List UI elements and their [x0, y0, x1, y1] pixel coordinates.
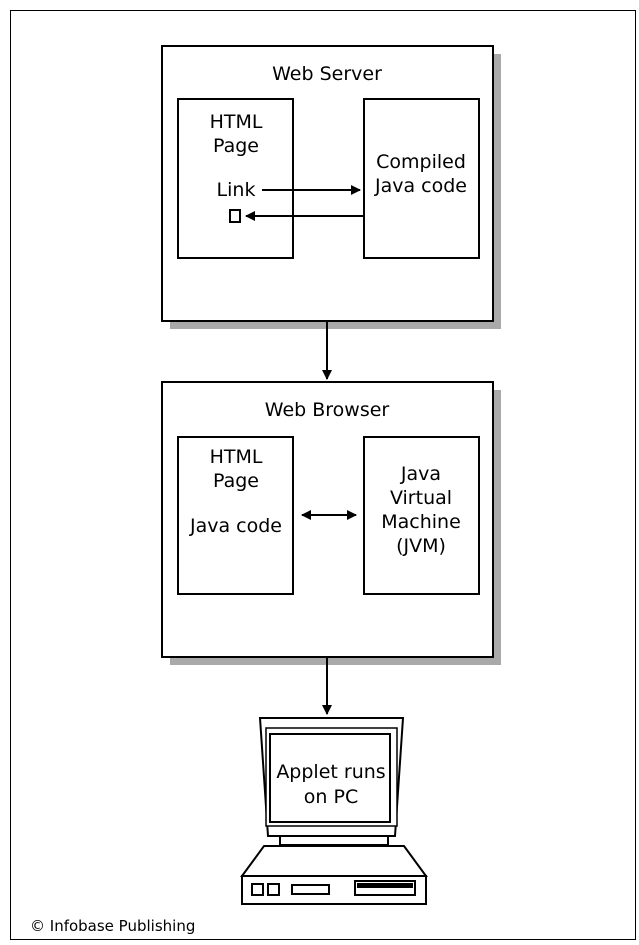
copyright-credit: © Infobase Publishing — [30, 917, 196, 935]
pc-label-1: Applet runs — [276, 761, 385, 783]
pc-label-2: on PC — [304, 786, 358, 808]
browser-html-page-box — [177, 436, 294, 595]
compiled-label-1: Compiled — [376, 151, 466, 173]
browser-html-page-label-1: HTML — [210, 446, 263, 468]
pc-computer-icon — [240, 717, 428, 905]
jvm-label-3: Machine — [381, 511, 461, 533]
link-anchor-icon — [229, 209, 241, 223]
web-browser-title: Web Browser — [265, 399, 390, 421]
compiled-java-code-box — [363, 98, 480, 259]
server-html-page-box — [177, 98, 294, 259]
server-html-page-label-1: HTML — [210, 111, 263, 133]
server-link-label: Link — [217, 179, 256, 201]
web-server-box — [161, 45, 501, 329]
server-html-page-label-2: Page — [213, 135, 259, 157]
jvm-box — [363, 436, 480, 595]
jvm-label-4: (JVM) — [396, 535, 446, 557]
figure-frame — [10, 10, 636, 940]
browser-html-page-label-2: Page — [213, 470, 259, 492]
compiled-label-2: Java code — [374, 175, 467, 197]
browser-java-code-label: Java code — [189, 515, 282, 537]
jvm-label-2: Virtual — [390, 487, 452, 509]
web-server-title: Web Server — [272, 63, 382, 85]
jvm-label-1: Java — [400, 463, 441, 485]
